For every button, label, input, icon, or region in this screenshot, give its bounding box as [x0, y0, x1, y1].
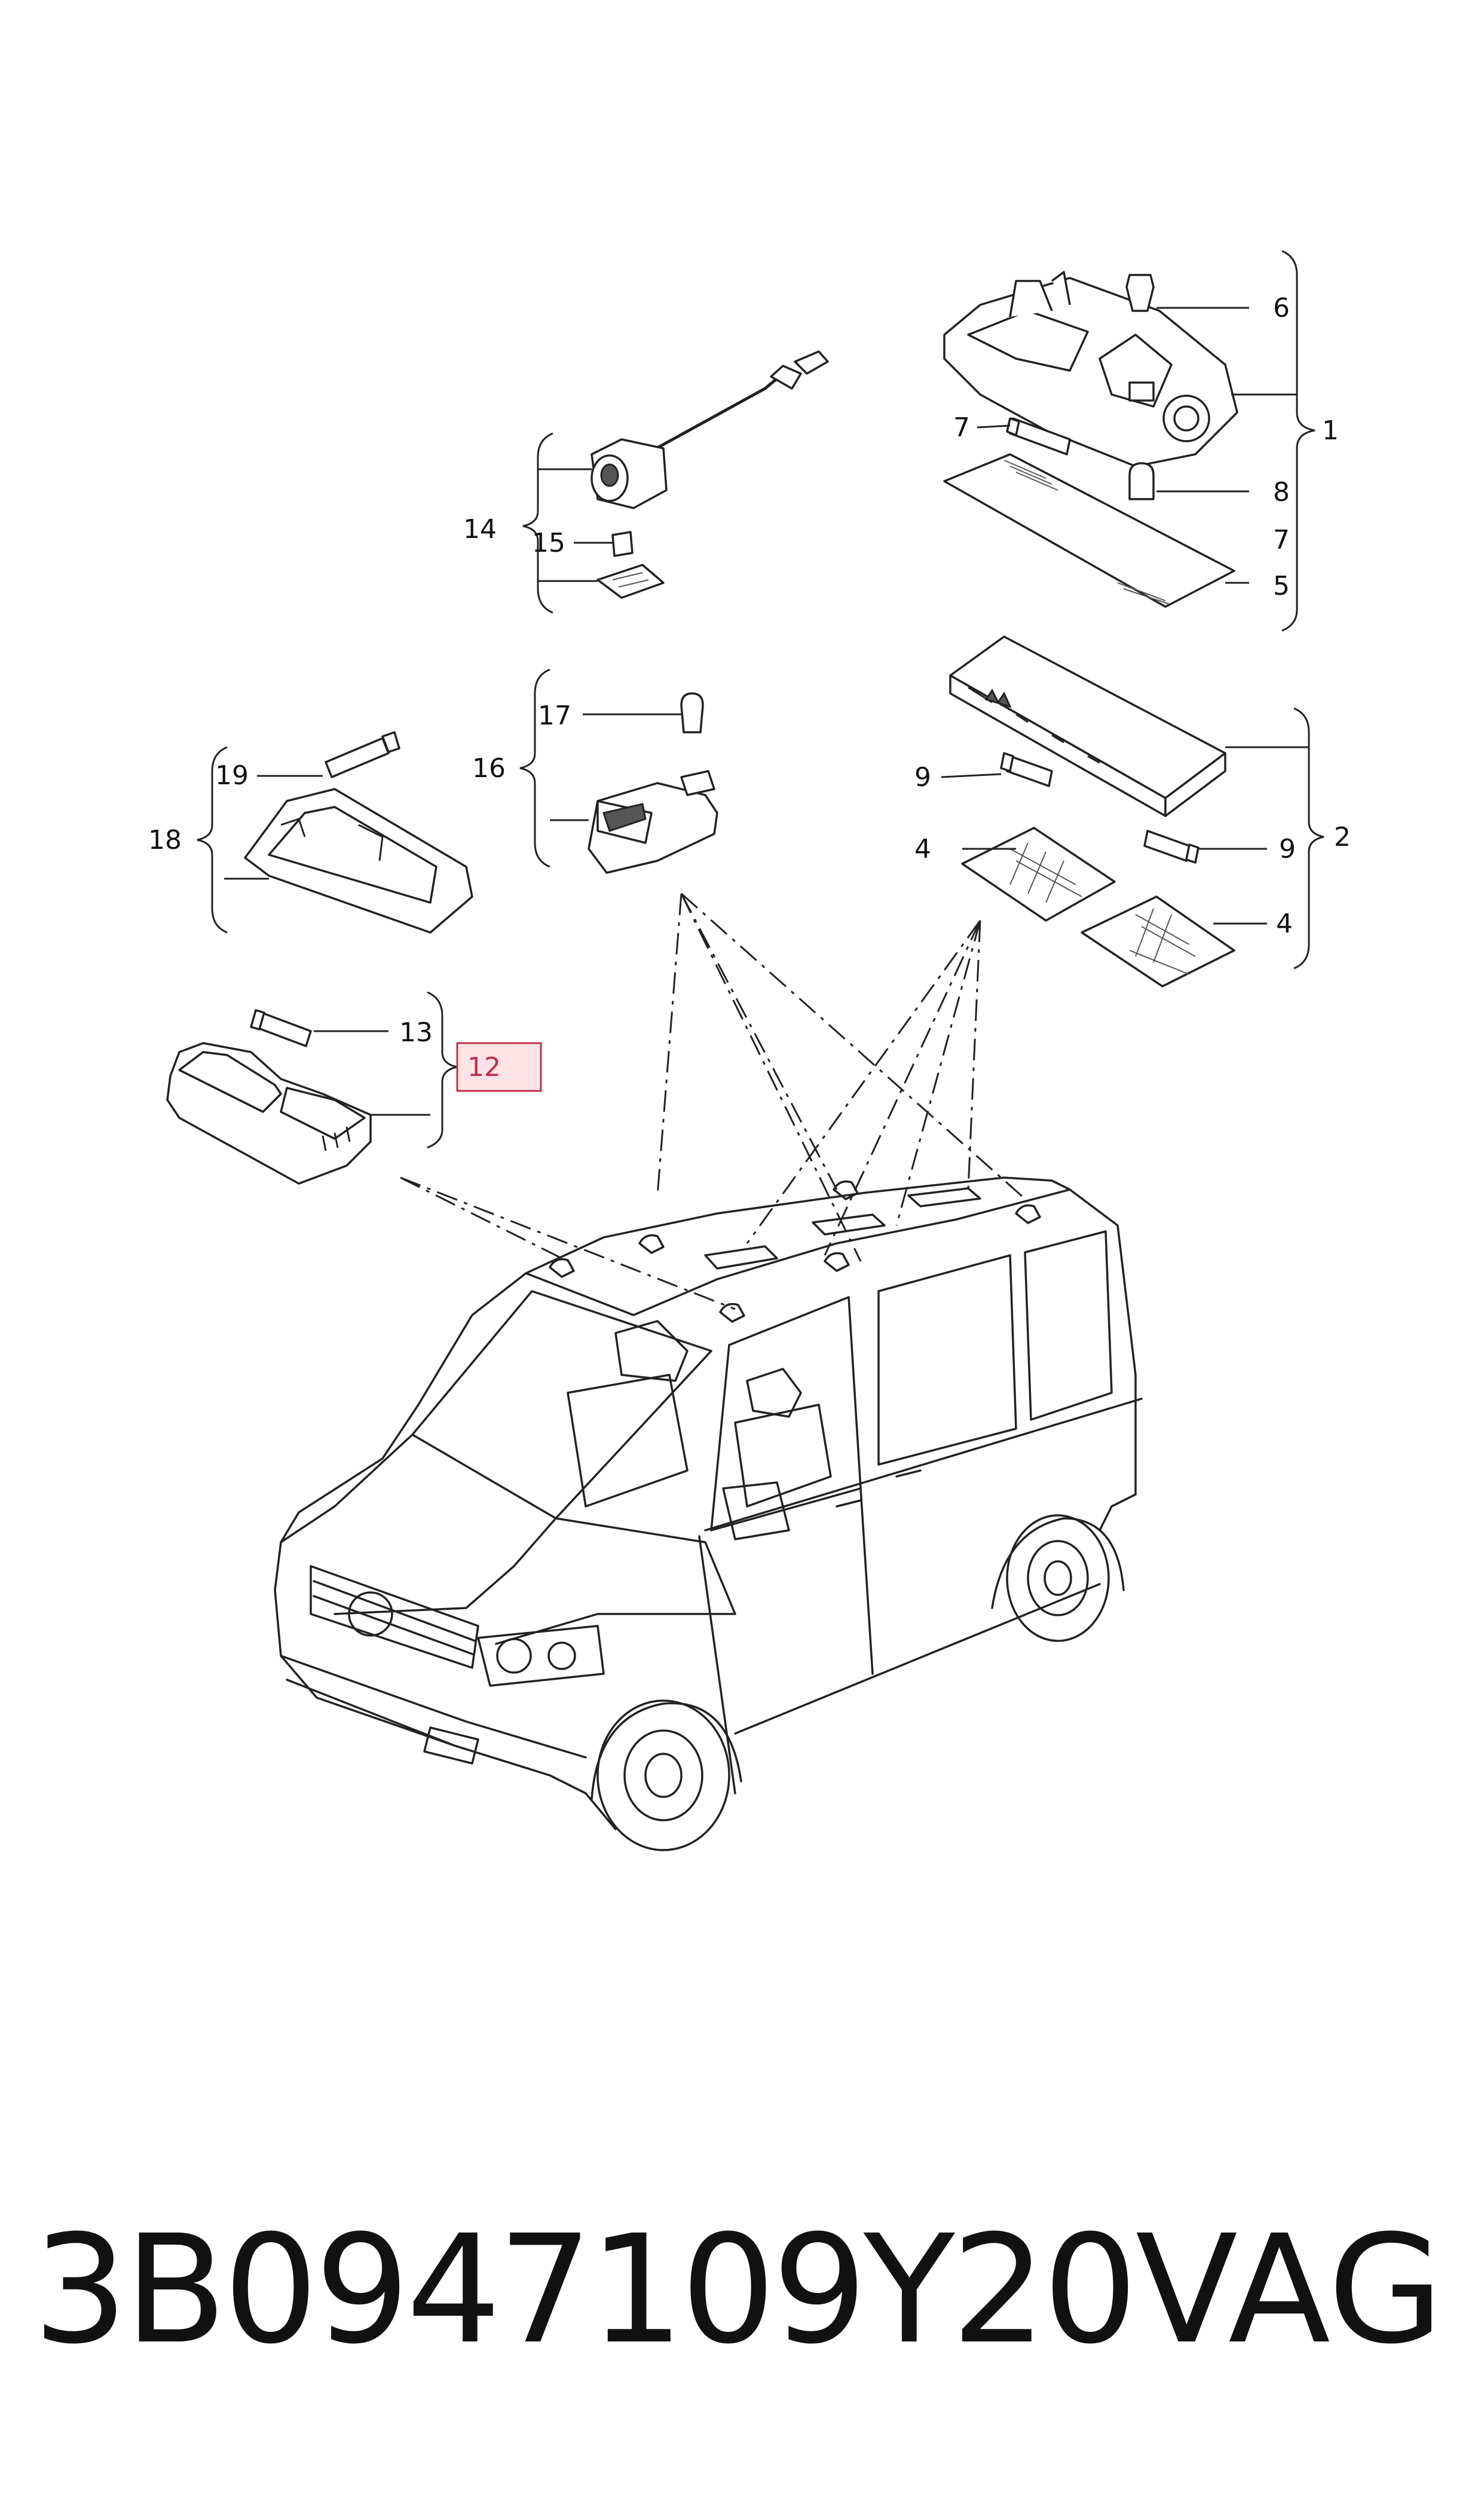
part-19-festoon-bulb — [257, 731, 400, 778]
callout-8: 8 — [1273, 477, 1290, 508]
callout-1: 1 — [1322, 415, 1339, 446]
part-13-festoon-bulb — [250, 1009, 388, 1047]
part-4-adhesive-pad-b — [1081, 895, 1267, 988]
callout-9-right: 9 — [1279, 834, 1296, 864]
callout-labels: 6 1 7 8 7 5 9 2 9 4 4 14 15 17 16 19 18 … — [148, 293, 1351, 1083]
parts-diagram: 6 1 7 8 7 5 9 2 9 4 4 14 15 17 16 19 18 … — [148, 250, 1351, 1851]
leader-lines — [400, 892, 1029, 1310]
callout-2: 2 — [1334, 822, 1351, 852]
callout-19: 19 — [215, 760, 249, 791]
part-7-festoon-bulb — [977, 417, 1071, 455]
callout-13: 13 — [399, 1017, 433, 1048]
callout-7-lower: 7 — [1273, 525, 1290, 555]
part-18-interior-lamp — [224, 788, 473, 934]
brand-text: VAG — [1136, 2203, 1444, 2377]
part-14-reading-lamp — [538, 350, 829, 509]
part-16-interior-lamp — [550, 770, 718, 874]
part-12-interior-lamp — [166, 1042, 430, 1185]
callout-17: 17 — [538, 701, 571, 731]
part-9-festoon-bulb-b — [1143, 830, 1267, 864]
callout-18: 18 — [148, 825, 182, 855]
callout-9-left: 9 — [914, 762, 931, 793]
callout-7-upper: 7 — [953, 412, 970, 443]
part-15-bulb — [574, 531, 634, 557]
part-14-mount-plate — [538, 564, 665, 599]
highlight-box-12 — [456, 1042, 542, 1092]
callout-12: 12 — [467, 1052, 501, 1083]
callout-4-upper: 4 — [914, 834, 931, 864]
part-17-bulb — [583, 692, 704, 733]
callout-5: 5 — [1273, 571, 1290, 601]
callout-16: 16 — [472, 753, 506, 784]
part-6-bulb-holder — [1125, 274, 1249, 312]
part-2-interior-lamp — [949, 635, 1309, 817]
callout-15: 15 — [532, 528, 565, 558]
part-number-text: 3B0947109Y20 — [33, 2203, 1138, 2377]
part-4-adhesive-pad-a — [961, 827, 1116, 922]
part-9-festoon-bulb-a — [941, 752, 1053, 787]
van-illustration — [274, 1176, 1143, 1851]
callout-4-lower: 4 — [1276, 909, 1293, 939]
part-5-lens-cover — [943, 453, 1235, 608]
callout-14: 14 — [463, 514, 497, 545]
part-1-overhead-console-light — [943, 271, 1238, 467]
part-8-wedge-bulb — [1128, 462, 1249, 500]
callout-6: 6 — [1273, 293, 1290, 323]
